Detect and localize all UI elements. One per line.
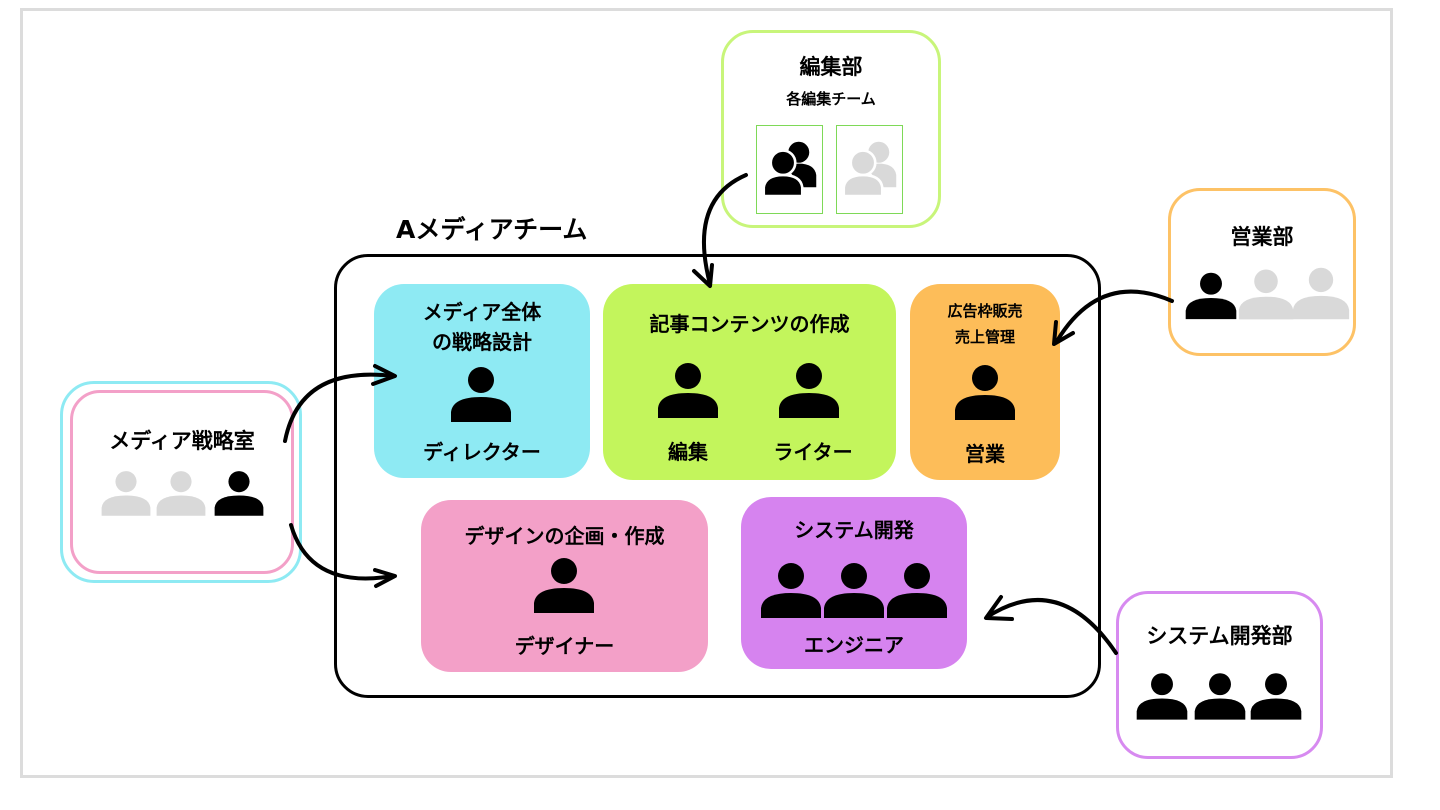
strategy-department: メディア戦略室: [70, 390, 294, 574]
person-icon: [532, 557, 596, 613]
person-icon-active: [213, 468, 265, 518]
team-title: Aメディアチーム: [396, 215, 588, 244]
editorial-department-title: 編集部: [799, 55, 863, 79]
person-icon: [759, 559, 823, 621]
role-card-director-role: ディレクター: [423, 440, 541, 464]
editorial-department: 編集部 各編集チーム: [721, 30, 941, 228]
role-card-design: デザインの企画・作成 デザイナー: [421, 500, 708, 672]
role-card-design-role: デザイナー: [514, 634, 615, 658]
person-icon-inactive: [155, 468, 207, 518]
role-card-content-role-editor: 編集: [668, 440, 708, 464]
group-icon: [842, 138, 898, 198]
system-department: システム開発部: [1116, 591, 1323, 759]
group-icon: [762, 138, 818, 198]
person-icon-inactive: [100, 468, 152, 518]
diagram-frame: [20, 8, 1393, 778]
system-department-title: システム開発部: [1146, 624, 1293, 648]
role-card-sales: 広告枠販売 売上管理 営業: [910, 284, 1060, 480]
person-icon: [1135, 670, 1189, 722]
role-card-engineer-role: エンジニア: [804, 633, 904, 657]
person-icon: [777, 362, 841, 418]
strategy-department-title: メディア戦略室: [109, 429, 255, 453]
role-card-director: メディア全体 の戦略設計 ディレクター: [374, 284, 590, 478]
person-icon: [822, 559, 886, 621]
sales-department: 営業部: [1168, 188, 1356, 356]
person-icon: [449, 366, 513, 422]
person-icon: [656, 362, 720, 418]
person-icon-inactive: [1237, 266, 1295, 322]
role-card-sales-title-2: 売上管理: [954, 328, 1015, 346]
editorial-department-subtitle: 各編集チーム: [786, 90, 876, 108]
role-card-engineer: システム開発 エンジニア: [741, 497, 967, 669]
person-icon: [885, 559, 949, 621]
editorial-team-card-inactive: [836, 125, 903, 214]
person-icon: [953, 364, 1017, 420]
role-card-sales-title-1: 広告枠販売: [947, 302, 1023, 320]
person-icon: [1249, 670, 1303, 722]
person-icon: [1193, 670, 1247, 722]
role-card-content: 記事コンテンツの作成 編集 ライター: [603, 284, 896, 480]
strategy-department-outer: [60, 381, 302, 583]
role-card-engineer-title: システム開発: [794, 518, 914, 542]
editorial-team-card-active: [756, 125, 823, 214]
role-card-design-title: デザインの企画・作成: [464, 524, 665, 548]
role-card-director-title-1: メディア全体: [422, 300, 542, 324]
role-card-director-title-2: の戦略設計: [432, 330, 532, 354]
person-icon-active: [1184, 269, 1238, 322]
person-icon-inactive: [1291, 264, 1351, 322]
role-card-content-role-writer: ライター: [773, 440, 853, 464]
role-card-sales-role: 営業: [965, 442, 1005, 466]
sales-department-title: 営業部: [1230, 225, 1294, 249]
role-card-content-title: 記事コンテンツの作成: [649, 312, 850, 336]
